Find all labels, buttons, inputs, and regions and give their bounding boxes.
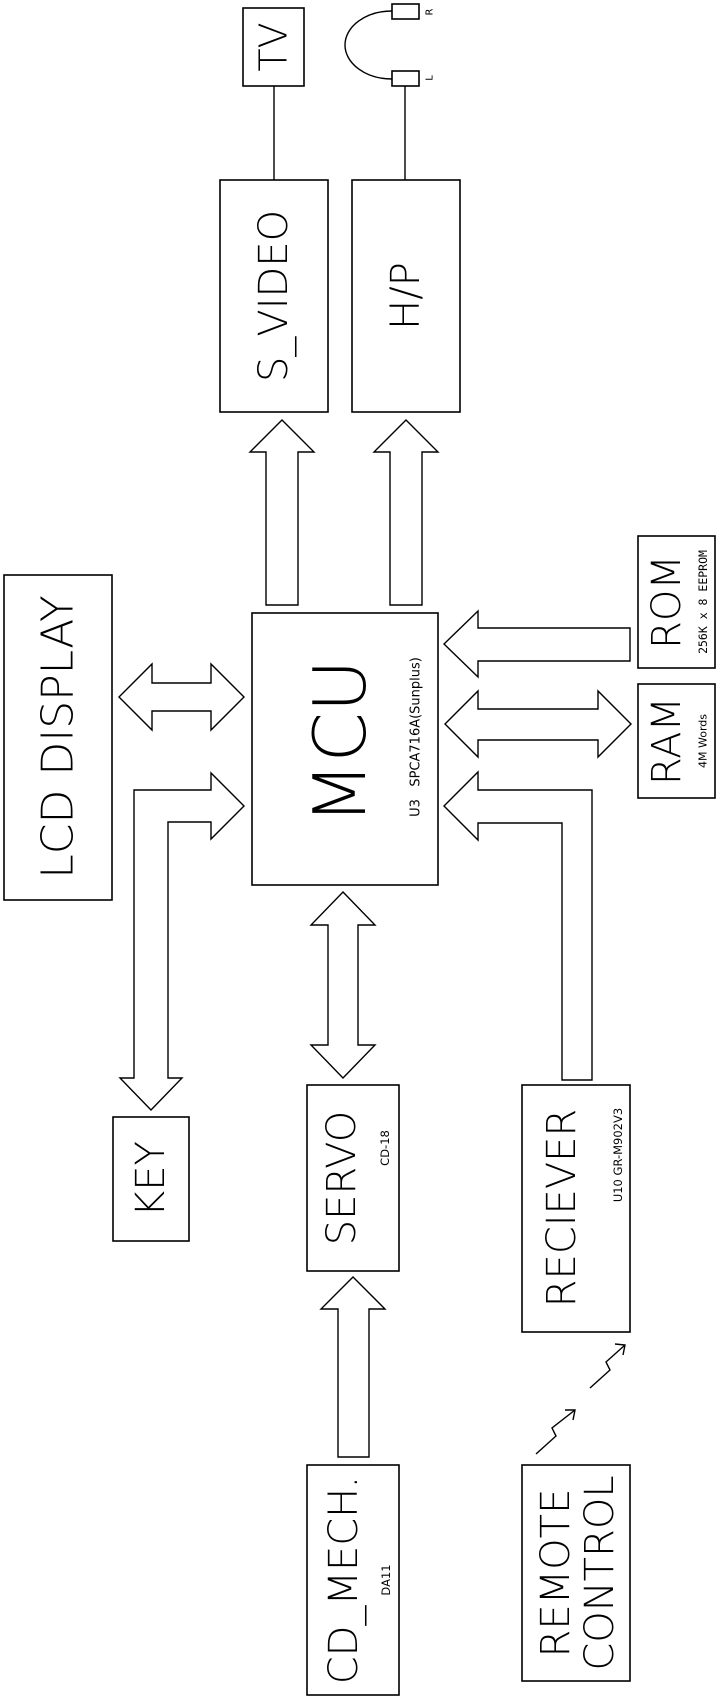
headphone-l-label: L <box>425 75 436 81</box>
wireless-signal-upper <box>589 1344 626 1389</box>
ram-label: RAM <box>644 697 690 785</box>
arrow-mcu-servo-bidirectional <box>309 890 377 1080</box>
arrow-mcu-key-bidirectional <box>118 771 245 1112</box>
s-video-block: S_VIDEO <box>219 179 329 413</box>
headphone-r-label: R <box>425 8 436 15</box>
ram-block: RAM 4M Words <box>637 683 716 799</box>
lcd-display-block: LCD DISPLAY <box>3 574 113 901</box>
wireless-signal-upper-head <box>614 1343 626 1356</box>
headphone-r-plug <box>391 3 420 20</box>
rom-box <box>637 535 716 669</box>
key-label: KEY <box>128 1141 174 1217</box>
key-block: KEY <box>112 1116 190 1242</box>
rom-spec: 256K x 8 EEPROM <box>696 550 710 654</box>
cd-mech-block: CD_MECH. DA11 <box>306 1464 400 1696</box>
arrow-mcu-to-s-video <box>248 419 316 606</box>
arrow-cd-mech-to-servo <box>319 1276 387 1458</box>
s-video-label: S_VIDEO <box>251 210 297 382</box>
hp-box <box>351 179 461 413</box>
cd-mech-part-number: DA11 <box>379 1564 393 1595</box>
headphone-icon: R L <box>344 3 436 87</box>
servo-label: SERVO <box>319 1111 365 1245</box>
mcu-block: MCU U3 SPCA716A(Sunplus) <box>251 612 439 886</box>
cd-mech-label: CD_MECH. <box>321 1476 367 1685</box>
hp-block: H/P <box>351 179 461 413</box>
receiver-part-number: U10 GR-M902V3 <box>611 1108 625 1202</box>
receiver-block: RECIEVER U10 GR-M902V3 <box>521 1084 631 1333</box>
servo-part-number: CD-18 <box>378 1130 392 1166</box>
arrow-receiver-to-mcu <box>443 770 593 1081</box>
remote-control-block: REMOTE CONTROL <box>521 1464 631 1682</box>
key-box <box>112 1116 190 1242</box>
remote-control-label-line2: CONTROL <box>577 1475 623 1670</box>
ram-spec: 4M Words <box>697 714 710 768</box>
mcu-label: MCU <box>298 659 382 824</box>
arrow-lcd-mcu-bidirectional <box>118 662 245 732</box>
arrow-mcu-to-hp <box>372 419 440 606</box>
rom-block: ROM 256K x 8 EEPROM <box>637 535 716 669</box>
tv-box <box>242 7 305 87</box>
ram-box <box>637 683 716 799</box>
tv-label: TV <box>252 22 296 71</box>
remote-control-box <box>521 1464 631 1682</box>
mcu-box <box>251 612 439 886</box>
arrow-rom-to-mcu <box>442 609 631 679</box>
tv-block: TV <box>242 7 305 87</box>
arrow-mcu-ram-bidirectional <box>444 689 632 759</box>
hp-label: H/P <box>383 262 429 330</box>
lcd-display-box <box>3 574 113 901</box>
s-video-box <box>219 179 329 413</box>
remote-control-label-line1: REMOTE <box>533 1489 579 1658</box>
rom-label: ROM <box>644 555 690 649</box>
mcu-part-number: U3 SPCA716A(Sunplus) <box>409 657 424 817</box>
receiver-box <box>521 1084 631 1333</box>
lcd-display-label: LCD DISPLAY <box>33 595 84 879</box>
cd-mech-box <box>306 1464 400 1696</box>
receiver-label: RECIEVER <box>539 1109 585 1308</box>
wireless-signal-lower-head <box>565 1409 576 1421</box>
servo-block: SERVO CD-18 <box>306 1084 400 1272</box>
headphone-l-plug <box>391 70 420 87</box>
wireless-signal-lower <box>535 1409 576 1455</box>
servo-box <box>306 1084 400 1272</box>
